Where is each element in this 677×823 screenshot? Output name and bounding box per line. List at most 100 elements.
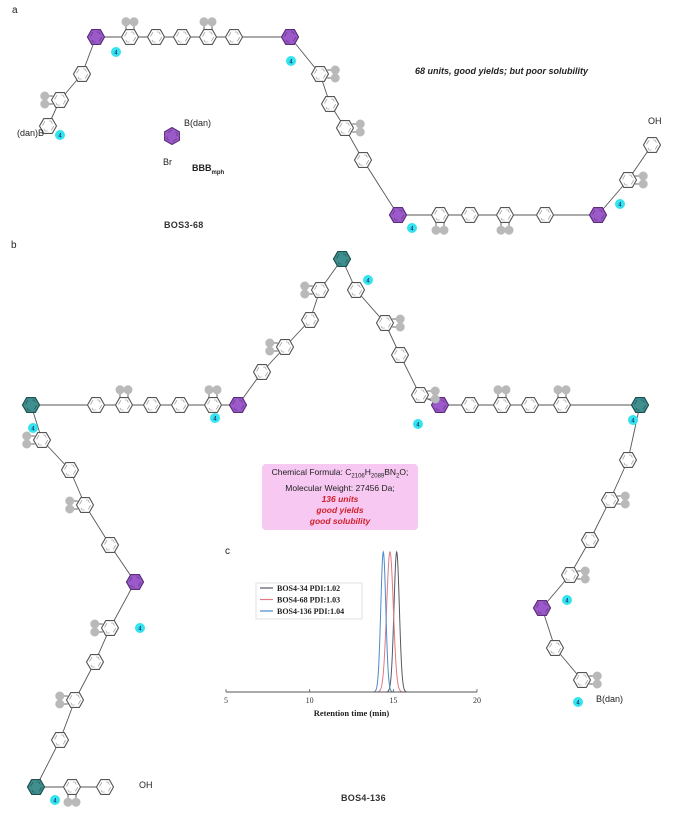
caption-bos4-136: BOS4-136	[341, 793, 386, 803]
ring-inner-bond	[313, 284, 327, 296]
repeat-count: 4	[53, 799, 57, 805]
substituent-layer	[22, 17, 648, 807]
ring-inner-bond	[78, 499, 92, 511]
benzene-ring	[203, 397, 223, 413]
grey-substituent	[121, 17, 131, 27]
benzene-ring	[75, 497, 95, 513]
monomer-label-main: BBB	[192, 163, 212, 173]
ring-inner-bond	[463, 209, 477, 221]
repeat-marker	[28, 423, 38, 433]
ring-inner-bond	[98, 781, 112, 793]
grey-substituent	[207, 17, 217, 27]
benzene-ring	[310, 282, 330, 298]
ring-inner-bond	[433, 399, 447, 411]
grey-substituent	[123, 385, 133, 395]
ring-inner-bond	[563, 569, 577, 581]
benzene-ring	[353, 152, 373, 168]
info-box: Chemical Formula: C2106H2089BN2O; Molecu…	[262, 464, 418, 530]
ring-inner-bond	[621, 454, 635, 466]
ring-inner-bond	[173, 399, 187, 411]
purple-benzene-ring	[532, 600, 552, 616]
grey-substituent	[63, 797, 73, 807]
repeat-marker	[628, 415, 638, 425]
benzene-ring	[146, 29, 166, 45]
grey-substituent	[65, 504, 75, 514]
x-tick-label: 10	[306, 696, 314, 705]
benzene-ring	[390, 347, 410, 363]
x-tick-label: 15	[389, 696, 397, 705]
repeat-marker	[562, 595, 572, 605]
ring-inner-bond	[555, 399, 569, 411]
grey-substituent	[90, 619, 100, 629]
benzene-ring	[60, 462, 80, 478]
yields-note: good yields	[316, 504, 364, 515]
grey-substituent	[300, 289, 310, 299]
grey-substituent	[40, 91, 50, 101]
molecular-weight: Molecular Weight: 27456 Da;	[285, 482, 395, 493]
monomer-substituent-top: B(dan)	[184, 118, 212, 128]
panel-a-note: 68 units, good yields; but poor solubili…	[415, 66, 589, 76]
repeat-marker	[407, 223, 417, 233]
repeat-count: 4	[138, 627, 142, 633]
grey-substituent	[355, 119, 365, 129]
repeat-count: 4	[410, 227, 414, 233]
benzene-ring	[252, 364, 272, 380]
ring-inner-bond	[338, 122, 352, 134]
grey-substituent	[430, 394, 440, 404]
grey-substituent	[115, 385, 125, 395]
grey-substituent	[55, 699, 65, 709]
repeat-marker	[210, 413, 220, 423]
purple-benzene-ring	[86, 29, 106, 45]
grey-substituent	[90, 627, 100, 637]
grey-substituent	[300, 281, 310, 291]
grey-substituent	[40, 99, 50, 109]
benzene-ring	[320, 96, 340, 112]
grey-substituent	[553, 385, 563, 395]
benzene-ring	[32, 432, 52, 448]
benzene-ring	[95, 779, 115, 795]
teal-benzene-ring	[630, 397, 650, 413]
panel-letter-c: c	[225, 546, 230, 557]
monomer-label-sub: mph	[211, 169, 225, 176]
ring-inner-bond	[255, 366, 269, 378]
benzene-ring	[170, 397, 190, 413]
aryl-bond	[362, 159, 399, 216]
chemical-formula: Chemical Formula: C2106H2089BN2O;	[271, 467, 409, 480]
benzene-ring	[520, 397, 540, 413]
grey-substituent	[504, 225, 514, 235]
grey-substituent	[496, 225, 506, 235]
ring-inner-bond	[88, 656, 102, 668]
benzene-ring	[346, 282, 366, 298]
end-group-bottom-b: OH	[139, 780, 153, 790]
x-tick-label: 20	[473, 696, 481, 705]
grey-substituent	[561, 385, 571, 395]
units-count: 136 units	[321, 493, 359, 504]
repeat-marker	[286, 56, 296, 66]
benzene-ring	[38, 118, 58, 134]
benzene-ring	[62, 779, 82, 795]
benzene-ring	[198, 29, 218, 45]
ring-inner-bond	[535, 602, 549, 614]
grey-substituent	[592, 679, 602, 689]
ring-inner-bond	[621, 174, 635, 186]
ring-inner-bond	[335, 253, 349, 265]
ring-inner-bond	[231, 399, 245, 411]
grey-substituent	[431, 225, 441, 235]
gpc-curve-bos4-136	[226, 550, 477, 693]
repeat-marker	[413, 419, 423, 429]
ring-inner-bond	[206, 399, 220, 411]
gpc-curve-bos4-34	[226, 550, 477, 693]
purple-benzene-ring	[280, 29, 300, 45]
benzene-ring	[552, 397, 572, 413]
ring-inner-bond	[283, 31, 297, 43]
grey-substituent	[395, 322, 405, 332]
ring-inner-bond	[201, 31, 215, 43]
end-group-right-b: B(dan)	[596, 694, 624, 704]
monomer-label: BBBmph	[192, 163, 224, 176]
ring-inner-bond	[575, 674, 589, 686]
ring-inner-bond	[391, 209, 405, 221]
ring-inner-bond	[393, 349, 407, 361]
gpc-curve-bos4-68	[226, 550, 477, 693]
